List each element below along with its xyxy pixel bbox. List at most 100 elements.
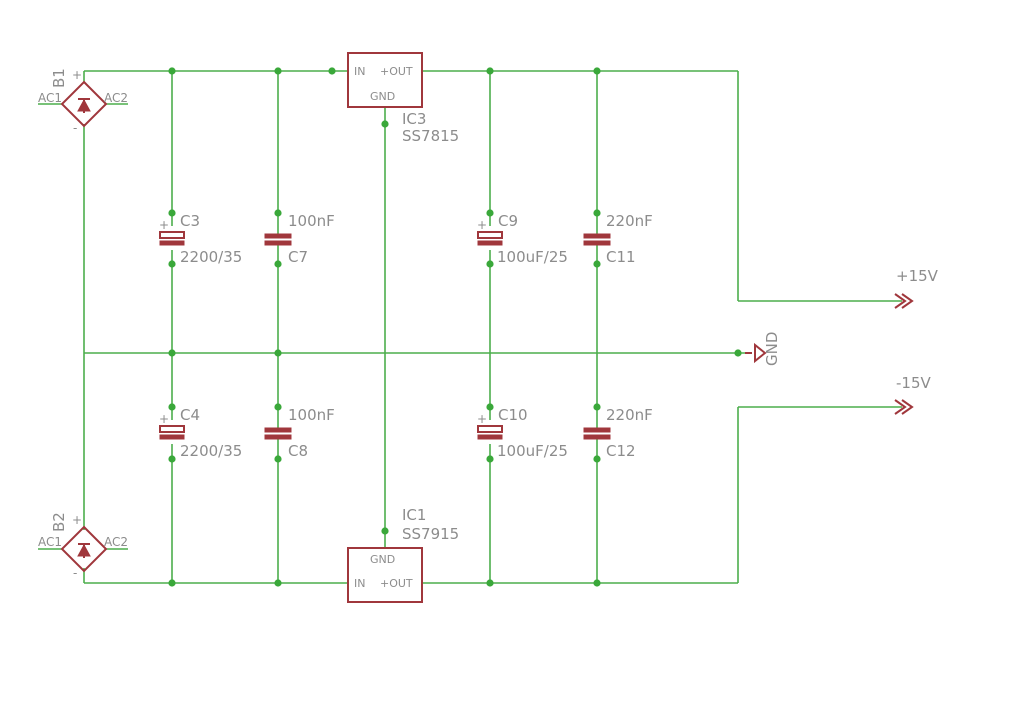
capacitor-c4[interactable]: + C4 2200/35 — [159, 406, 242, 460]
ic1-name: IC1 — [402, 506, 426, 524]
b2-ac2: AC2 — [104, 535, 128, 549]
ic1-out-pin: +OUT — [380, 577, 413, 590]
c11-value: 220nF — [606, 212, 653, 230]
ic3-value: SS7815 — [402, 127, 459, 145]
capacitor-plate-icon — [264, 233, 292, 239]
junction-dot — [486, 209, 494, 217]
c11-name: C11 — [606, 248, 636, 266]
c9-pol: + — [477, 218, 487, 232]
c8-name: C8 — [288, 442, 308, 460]
supply-pos15[interactable]: +15V — [894, 267, 939, 309]
junction-dot — [486, 403, 494, 411]
junction-dot — [168, 209, 176, 217]
ic3-in-pin: IN — [354, 65, 365, 78]
c4-value: 2200/35 — [180, 442, 242, 460]
b2-plus: + — [72, 513, 82, 527]
capacitor-c12[interactable]: 220nF C12 — [583, 406, 653, 460]
junction-dot — [486, 260, 494, 268]
capacitor-plate-icon — [264, 427, 292, 433]
bridge-diamond-icon — [60, 525, 108, 573]
c9-value: 100uF/25 — [497, 248, 568, 266]
junction-dot — [593, 579, 601, 587]
junction-dot — [274, 349, 282, 357]
regulator-ic3[interactable]: IN +OUT GND IC3 SS7815 — [347, 52, 459, 145]
capacitor-plate-icon — [583, 233, 611, 239]
junction-dot — [274, 260, 282, 268]
junction-dot — [593, 209, 601, 217]
bridge-rectifier-b1[interactable]: B1 + - AC1 AC2 — [38, 68, 128, 135]
junction-dot — [274, 403, 282, 411]
capacitor-plate-icon — [264, 434, 292, 440]
ground-symbol[interactable]: GND — [745, 332, 781, 366]
arrow-icon — [901, 399, 914, 415]
junction-dot — [486, 579, 494, 587]
junction-dot — [486, 67, 494, 75]
capacitor-plate-icon — [583, 240, 611, 246]
capacitor-plate-icon — [477, 434, 503, 440]
c12-name: C12 — [606, 442, 636, 460]
junction-dot — [274, 455, 282, 463]
capacitor-plate-icon — [477, 240, 503, 246]
b1-minus: - — [73, 121, 77, 135]
capacitor-c10[interactable]: + C10 100uF/25 — [477, 406, 568, 460]
junction-dot — [168, 455, 176, 463]
c10-name: C10 — [498, 406, 528, 424]
capacitor-plate-icon — [159, 231, 185, 239]
c3-value: 2200/35 — [180, 248, 242, 266]
junction-dot — [593, 67, 601, 75]
b1-name: B1 — [50, 68, 68, 88]
regulator-ic1[interactable]: GND IN +OUT IC1 SS7915 — [347, 506, 459, 603]
b2-name: B2 — [50, 512, 68, 532]
b2-ac1: AC1 — [38, 535, 62, 549]
capacitor-c7[interactable]: 100nF C7 — [264, 212, 335, 266]
junction-dot — [381, 527, 389, 535]
junction-dot — [168, 67, 176, 75]
b1-ac2: AC2 — [104, 91, 128, 105]
capacitor-c11[interactable]: 220nF C11 — [583, 212, 653, 266]
capacitor-plate-icon — [264, 240, 292, 246]
capacitor-c8[interactable]: 100nF C8 — [264, 406, 335, 460]
arrow-icon — [901, 293, 914, 309]
c7-name: C7 — [288, 248, 308, 266]
regulator-body-icon — [347, 52, 423, 108]
ic3-name: IC3 — [402, 110, 426, 128]
wires — [38, 70, 902, 584]
c3-name: C3 — [180, 212, 200, 230]
ic1-gnd-pin: GND — [370, 553, 395, 566]
capacitor-plate-icon — [477, 231, 503, 239]
gnd-label: GND — [763, 332, 781, 366]
ic1-value: SS7915 — [402, 525, 459, 543]
ic3-gnd-pin: GND — [370, 90, 395, 103]
capacitor-plate-icon — [159, 425, 185, 433]
c10-pol: + — [477, 412, 487, 426]
junction-dot — [381, 120, 389, 128]
c4-name: C4 — [180, 406, 200, 424]
junction-dot — [328, 67, 336, 75]
junction-dot — [486, 455, 494, 463]
b2-minus: - — [73, 566, 77, 580]
junction-dot — [734, 349, 742, 357]
net-pos-label: +15V — [896, 267, 939, 285]
ic3-out-pin: +OUT — [380, 65, 413, 78]
capacitor-c3[interactable]: + C3 2200/35 — [159, 212, 242, 266]
capacitor-plate-icon — [477, 425, 503, 433]
c12-value: 220nF — [606, 406, 653, 424]
junction-dot — [593, 455, 601, 463]
junction-dot — [274, 579, 282, 587]
bridge-diamond-icon — [60, 80, 108, 128]
capacitor-plate-icon — [583, 434, 611, 440]
regulator-body-icon — [347, 547, 423, 603]
capacitor-plate-icon — [159, 240, 185, 246]
supply-neg15[interactable]: -15V — [894, 374, 931, 415]
net-neg-label: -15V — [896, 374, 931, 392]
capacitor-c9[interactable]: + C9 100uF/25 — [477, 212, 568, 266]
junction-dot — [274, 67, 282, 75]
c3-pol: + — [159, 218, 169, 232]
b1-ac1: AC1 — [38, 91, 62, 105]
junction-dot — [593, 403, 601, 411]
capacitor-plate-icon — [159, 434, 185, 440]
bridge-rectifier-b2[interactable]: B2 + - AC1 AC2 — [38, 512, 128, 580]
capacitor-plate-icon — [583, 427, 611, 433]
